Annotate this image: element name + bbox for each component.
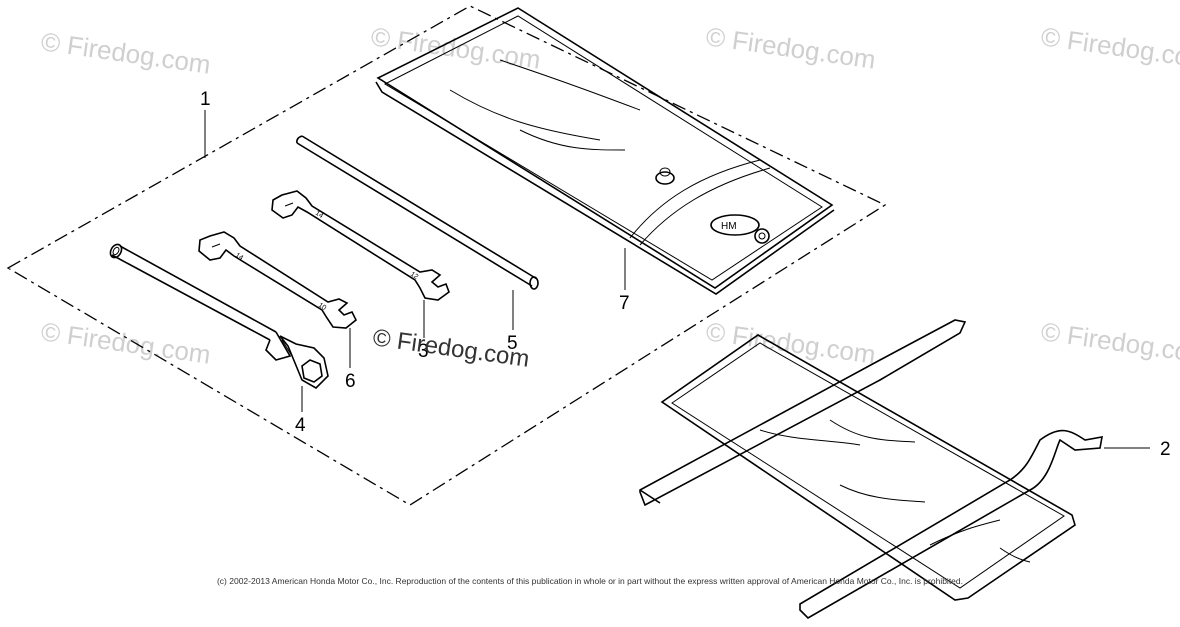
watermark: © Firedog.com xyxy=(39,26,212,79)
wrench-size-mark: 14 xyxy=(234,252,244,262)
wrench-size-mark: 12 xyxy=(409,271,419,281)
wrench-size-mark: 14 xyxy=(314,210,324,220)
copyright-notice: (c) 2002-2013 American Honda Motor Co., … xyxy=(216,576,964,586)
watermark: © Firedog.com xyxy=(1039,21,1180,74)
callout-2: 2 xyxy=(1160,439,1171,460)
callout-5: 5 xyxy=(507,333,518,354)
watermark: © Firedog.com xyxy=(704,316,877,369)
callout-4: 4 xyxy=(295,415,306,436)
tool-bag: HM xyxy=(375,7,835,295)
wrench-size-mark: 10 xyxy=(317,302,327,312)
plug-wrench xyxy=(109,243,329,389)
watermark: © Firedog.com xyxy=(704,21,877,74)
watermark: © Firedog.com xyxy=(39,316,212,369)
leader-lines xyxy=(204,110,1150,449)
watermark: © Firedog.com xyxy=(1039,316,1180,369)
center-watermark: © Firedog.com xyxy=(371,324,531,373)
callout-6: 6 xyxy=(345,371,356,392)
tool-kit-outline xyxy=(6,5,887,506)
callout-7: 7 xyxy=(619,293,630,314)
bag-logo-icon: HM xyxy=(721,221,737,232)
callout-3: 3 xyxy=(418,341,429,362)
open-end-wrench-6: 14 10 xyxy=(198,231,358,329)
open-end-wrench-3: 14 12 xyxy=(271,190,450,301)
tool-bag-band xyxy=(639,319,1103,619)
callout-1: 1 xyxy=(200,89,211,110)
screwdriver-handle-rod xyxy=(296,135,539,290)
